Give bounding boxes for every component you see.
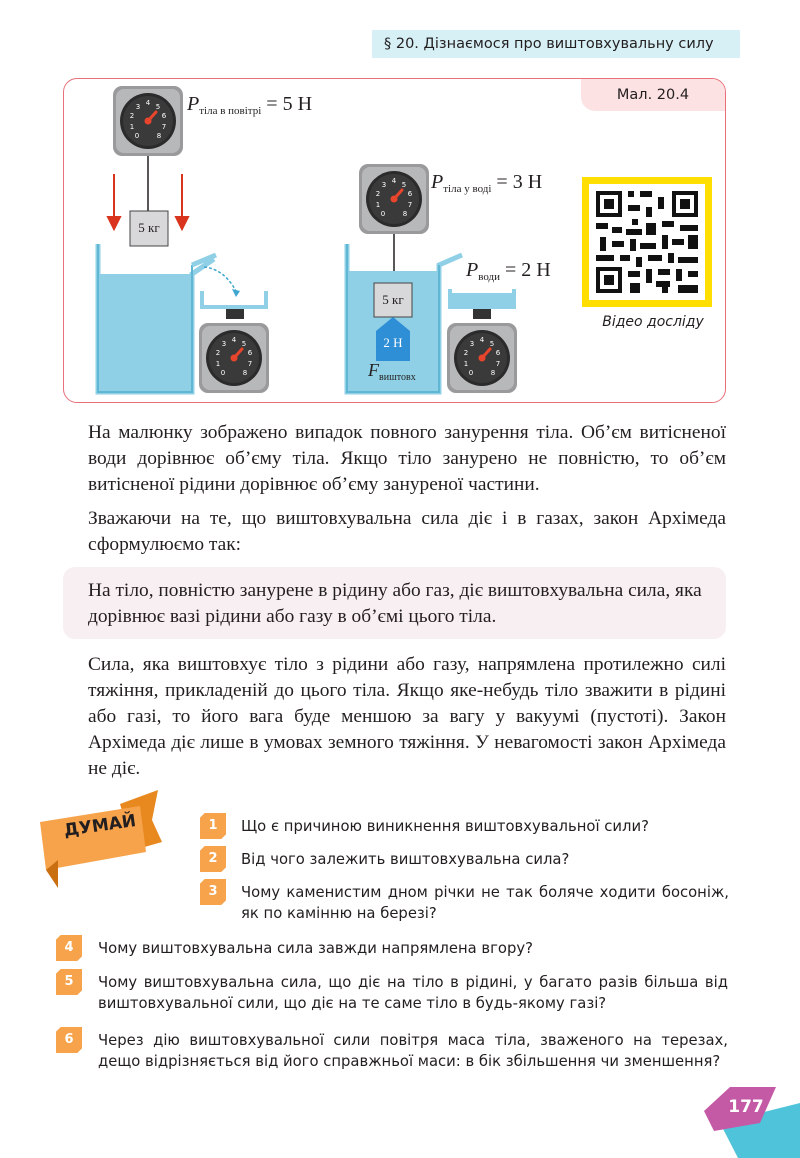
arrow-down-left-icon [106, 174, 190, 232]
buoyant-force-arrow-icon [376, 317, 410, 361]
label-weight-fluid: Pводи = 2 Н [466, 259, 551, 283]
mass-label-right: 5 кг [382, 292, 404, 307]
question-6: Через дію виштовхувальної сили повітря м… [98, 1032, 728, 1070]
archimedes-law: На тіло, повністю занурене в рідину або … [88, 580, 702, 627]
paragraph-1: На малюнку зображено випадок повного зан… [88, 422, 726, 495]
force-label: Fвиштовх [368, 360, 416, 383]
experiment-illustration: 456 783 210 [95, 84, 712, 395]
paragraph-3: Сила, яка виштовхує тіло з рідини або га… [88, 654, 726, 779]
question-number: 3 [200, 879, 226, 905]
qr-code [582, 177, 712, 307]
think-badge [40, 790, 162, 888]
spring-scale-water [357, 162, 431, 236]
spring-scale-air [111, 84, 185, 158]
weight-left [129, 210, 169, 247]
law-box [63, 567, 726, 639]
question-number: 5 [56, 969, 82, 995]
paragraph-2: Зважаючи на те, що виштовхувальна сила д… [88, 508, 726, 555]
section-header: § 20. Дізнаємося про виштовхувальну силу [372, 30, 740, 58]
figure-20-4: Мал. 20.4 456 783 210 [63, 78, 726, 403]
question-5: Чому виштовхувальна сила, що діє на тіло… [98, 974, 728, 1012]
question-1: Що є причиною виникнення виштовхувальної… [241, 818, 649, 835]
page-number-tab [704, 1087, 800, 1158]
receiving-tray-left [200, 291, 268, 319]
question-2: Від чого залежить виштовхувальна сила? [241, 851, 570, 868]
balance-scale-left [197, 321, 271, 395]
overflow-arrow-icon [203, 266, 240, 297]
label-weight-water: Pтіла у воді = 3 Н [431, 171, 543, 195]
figure-tag: Мал. 20.4 [581, 79, 725, 111]
container-left [95, 244, 217, 395]
question-4: Чому виштовхувальна сила завжди напрямле… [98, 940, 533, 957]
question-number: 6 [56, 1027, 82, 1053]
question-number: 4 [56, 935, 82, 961]
receiving-tray-right [448, 289, 516, 319]
question-number: 2 [200, 846, 226, 872]
question-number: 1 [200, 813, 226, 839]
balance-scale-right [445, 321, 519, 395]
force-value: 2 Н [383, 335, 403, 350]
qr-caption: Відео досліду [602, 314, 704, 330]
mass-label-left: 5 кг [138, 220, 160, 235]
question-3: Чому каменистим дном річки не так боляче… [241, 884, 729, 922]
page-number: 177 [728, 1097, 764, 1117]
label-weight-air: Pтіла в повітрі = 5 Н [187, 93, 313, 117]
